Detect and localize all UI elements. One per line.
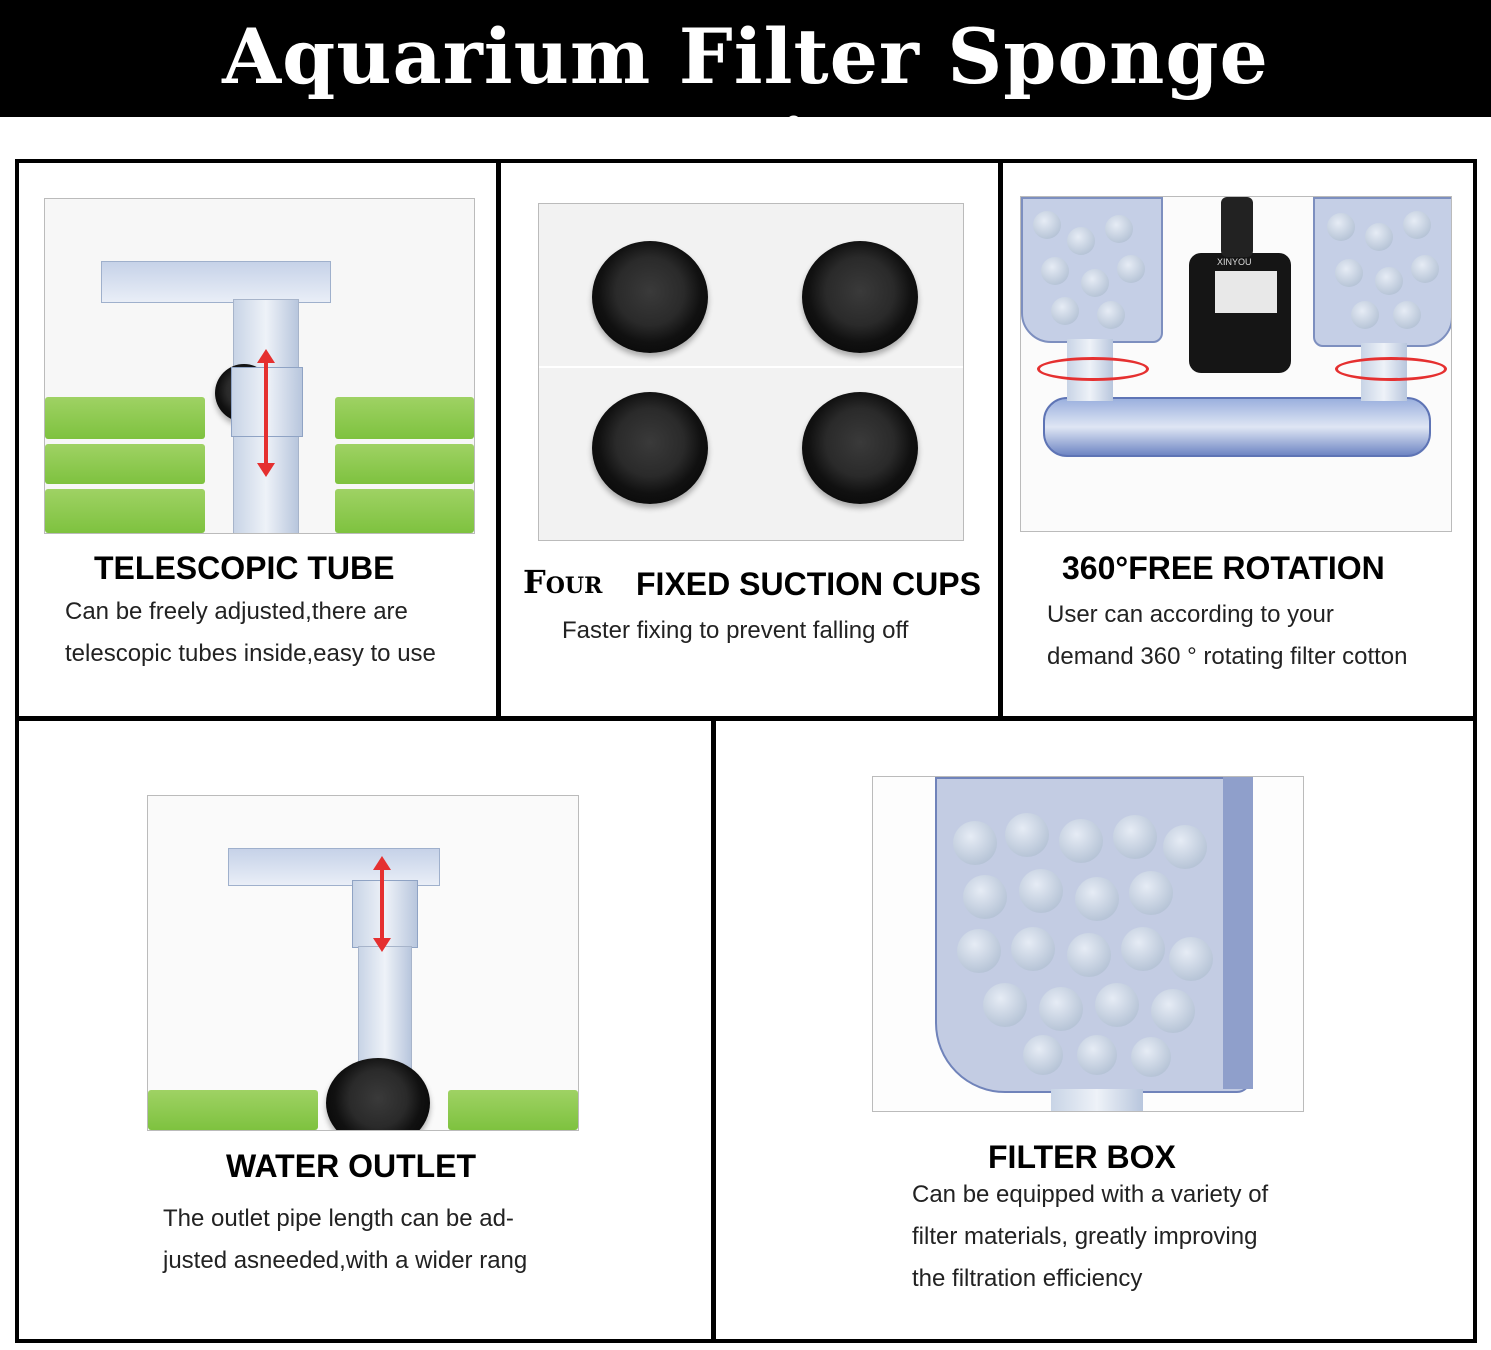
sponge [448, 1090, 578, 1130]
panel-text-line: The outlet pipe length can be ad- [163, 1205, 514, 1232]
filter-box-image [872, 776, 1304, 1112]
water-outlet-image [147, 795, 579, 1131]
ceramic-ball [1335, 259, 1363, 287]
sponge-right [335, 444, 474, 484]
features-grid [15, 159, 1477, 1343]
ceramic-ball [1365, 223, 1393, 251]
pump-label [1215, 271, 1277, 313]
telescopic-tube-upper [352, 880, 418, 948]
ceramic-ball [1393, 301, 1421, 329]
ceramic-ball [1117, 255, 1145, 283]
panel-heading: FILTER BOX [988, 1139, 1176, 1175]
ceramic-ball [1067, 227, 1095, 255]
air-pump: XINYOU [1189, 253, 1291, 373]
ceramic-ball [1375, 267, 1403, 295]
ceramic-ball [1121, 927, 1165, 971]
panel-text-line: telescopic tubes inside,easy to use [65, 640, 436, 667]
sponge-left [45, 444, 205, 484]
ceramic-ball [1005, 813, 1049, 857]
ceramic-ball [1051, 297, 1079, 325]
panel-heading: TELESCOPIC TUBE [94, 550, 395, 586]
ceramic-ball [1019, 869, 1063, 913]
page-title: Aquarium Filter Sponge Functions [222, 12, 1269, 191]
air-hose [1221, 197, 1253, 257]
suction-cup [326, 1058, 430, 1130]
suction-cup [802, 241, 918, 353]
divider [711, 718, 716, 1343]
sponge [148, 1090, 318, 1130]
panel-text-line: the filtration efficiency [912, 1265, 1143, 1292]
suction-cup [592, 392, 708, 504]
ceramic-ball [1039, 987, 1083, 1031]
panel-text-line: Faster fixing to prevent falling off [562, 617, 909, 644]
suction-cup [592, 241, 708, 353]
ceramic-ball [1351, 301, 1379, 329]
manifold-pipe [1043, 397, 1431, 457]
ceramic-ball [1033, 211, 1061, 239]
panel-heading: WATER OUTLET [226, 1148, 477, 1184]
ceramic-ball [953, 821, 997, 865]
adjust-arrow [257, 349, 275, 477]
ceramic-ball [1129, 871, 1173, 915]
ceramic-ball [1011, 927, 1055, 971]
divider [15, 716, 1477, 721]
divider-line [539, 366, 963, 368]
panel-text-line: demand 360 ° rotating filter cotton [1047, 643, 1408, 670]
panel-heading-prefix: Four [523, 563, 603, 601]
sponge-left [45, 489, 205, 533]
suction-cup [802, 392, 918, 504]
ceramic-ball [1075, 877, 1119, 921]
panel-text-line: User can according to your [1047, 601, 1334, 628]
pump-brand: XINYOU [1217, 257, 1252, 267]
sponge-left [45, 397, 205, 439]
panel-text-line: Can be freely adjusted,there are [65, 598, 408, 625]
ceramic-ball [1169, 937, 1213, 981]
outlet-connector [1051, 1089, 1143, 1111]
panel-text-line: justed asneeded,with a wider rang [163, 1247, 528, 1274]
title-banner: Aquarium Filter Sponge Functions [0, 0, 1491, 191]
rotation-image: XINYOU [1020, 196, 1452, 532]
ceramic-ball [1041, 257, 1069, 285]
ceramic-ball [1151, 989, 1195, 1033]
ceramic-ball [1163, 825, 1207, 869]
ceramic-ball [1403, 211, 1431, 239]
ceramic-ball [1059, 819, 1103, 863]
ceramic-ball [1113, 815, 1157, 859]
ceramic-ball [1081, 269, 1109, 297]
ceramic-ball [1327, 213, 1355, 241]
ceramic-ball [983, 983, 1027, 1027]
rotation-ring-left [1037, 357, 1149, 381]
panel-text-line: Can be equipped with a variety of [912, 1181, 1269, 1208]
divider [998, 159, 1003, 719]
telescopic-tube-image [44, 198, 475, 534]
ceramic-ball [1095, 983, 1139, 1027]
suction-cups-image [538, 203, 964, 541]
sponge-right [335, 397, 474, 439]
outlet-spout [101, 261, 331, 303]
panel-heading: 360°FREE ROTATION [1062, 550, 1385, 586]
ceramic-ball [1105, 215, 1133, 243]
ceramic-ball [1077, 1035, 1117, 1075]
ceramic-ball [1411, 255, 1439, 283]
ceramic-ball [1067, 933, 1111, 977]
panel-text-line: filter materials, greatly improving [912, 1223, 1258, 1250]
adjust-arrow [373, 856, 391, 952]
ceramic-ball [1097, 301, 1125, 329]
sponge-right [335, 489, 474, 533]
filter-box-side [1223, 777, 1253, 1089]
panel-heading: FIXED SUCTION CUPS [636, 566, 981, 602]
ceramic-ball [963, 875, 1007, 919]
ceramic-ball [957, 929, 1001, 973]
outlet-spout [228, 848, 440, 886]
ceramic-ball [1131, 1037, 1171, 1077]
divider [496, 159, 501, 719]
ceramic-ball [1023, 1035, 1063, 1075]
rotation-ring-right [1335, 357, 1447, 381]
